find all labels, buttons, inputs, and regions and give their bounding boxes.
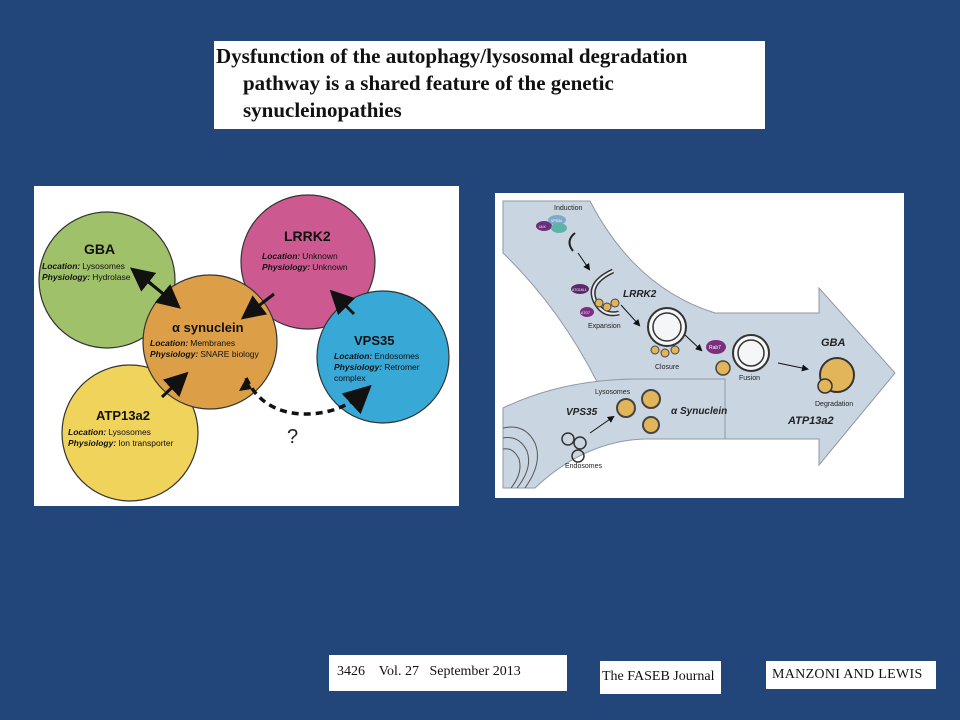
slide-title: Dysfunction of the autophagy/lysosomal d… bbox=[214, 41, 765, 129]
pathway-arrow-lower bbox=[502, 378, 726, 489]
rab7-blob bbox=[706, 340, 726, 354]
gba-location: Lysosomes bbox=[82, 261, 125, 271]
label-rab7: Rab7 bbox=[709, 345, 721, 351]
label-lrrk2: LRRK2 bbox=[623, 289, 657, 300]
arrow-lrrk2-syn bbox=[240, 292, 275, 320]
synuclein-physiology-label: Physiology: bbox=[150, 349, 198, 359]
label-endosomes: Endosomes bbox=[565, 463, 602, 470]
svg-text:Location:Endosomes: Location:Endosomes bbox=[334, 351, 419, 361]
atp13a2-location: Lysosomes bbox=[108, 427, 151, 437]
footer-journal: The FASEB Journal bbox=[600, 661, 721, 694]
label-atp13a2: ATP13a2 bbox=[787, 415, 834, 427]
gba-physiology-label: Physiology: bbox=[42, 272, 90, 282]
circle-atp13a2 bbox=[61, 364, 199, 502]
arrow-syn-gba bbox=[129, 267, 167, 298]
autophagy-pathway-svg: Induction ULK VPS34 ATG16L1 ATG7 LRRK2 E… bbox=[502, 200, 896, 489]
ulk-blob bbox=[536, 221, 552, 231]
label-degradation: Degradation bbox=[815, 401, 853, 408]
label-lysosomes: Lysosomes bbox=[595, 389, 631, 396]
vps35-physiology: Retromer bbox=[384, 362, 420, 372]
lysosome-2 bbox=[641, 389, 661, 409]
autophagy-pathway-diagram: Induction ULK VPS34 ATG16L1 ATG7 LRRK2 E… bbox=[495, 193, 904, 498]
arrow-vps35-lrrk2 bbox=[329, 289, 356, 316]
title-line-1: Dysfunction of the autophagy/lysosomal d… bbox=[216, 44, 688, 68]
label-atg16l1: ATG16L1 bbox=[572, 288, 587, 292]
lrrk2-location: Unknown bbox=[302, 251, 338, 261]
synuclein-location-label: Location: bbox=[150, 338, 188, 348]
title-line-2: pathway is a shared feature of the genet… bbox=[243, 71, 614, 95]
endosome-2 bbox=[573, 436, 587, 450]
lrrk2-location-label: Location: bbox=[262, 251, 300, 261]
svg-text:Physiology:Retromer: Physiology:Retromer bbox=[334, 362, 420, 372]
gene-circles-diagram: GBA Location:Lysosomes Physiology:Hydrol… bbox=[34, 186, 459, 506]
phagophore-small bbox=[568, 232, 576, 252]
vps35-physiology-label: Physiology: bbox=[334, 362, 382, 372]
atp13a2-location-label: Location: bbox=[68, 427, 106, 437]
atp13a2-physiology-label: Physiology: bbox=[68, 438, 116, 448]
svg-text:Location:Unknown: Location:Unknown bbox=[262, 251, 338, 261]
question-mark: ? bbox=[287, 426, 298, 448]
lrrk2-physiology: Unknown bbox=[312, 262, 348, 272]
label-induction: Induction bbox=[554, 205, 583, 212]
vps35-title: VPS35 bbox=[354, 333, 394, 348]
svg-text:Location:Lysosomes: Location:Lysosomes bbox=[42, 261, 125, 271]
circle-gba bbox=[38, 211, 176, 349]
lysosome-1 bbox=[616, 398, 636, 418]
lrrk2-title: LRRK2 bbox=[284, 228, 331, 244]
atg16l1-blob bbox=[571, 284, 589, 294]
label-ulk: ULK bbox=[539, 225, 546, 229]
gba-physiology: Hydrolase bbox=[92, 272, 131, 282]
label-closure: Closure bbox=[655, 364, 679, 371]
gene-circles-svg: GBA Location:Lysosomes Physiology:Hydrol… bbox=[38, 194, 450, 502]
label-vps35: VPS35 bbox=[566, 407, 598, 418]
svg-text:Physiology:Unknown: Physiology:Unknown bbox=[262, 262, 348, 272]
gba-title: GBA bbox=[84, 241, 115, 257]
label-gba: GBA bbox=[821, 337, 846, 349]
svg-text:Location:Membranes: Location:Membranes bbox=[150, 338, 235, 348]
atg7-blob bbox=[580, 307, 594, 317]
label-expansion: Expansion bbox=[588, 323, 621, 330]
footer-citation: 3426 Vol. 27 September 2013 bbox=[329, 655, 567, 691]
vps35-physiology-2: complex bbox=[334, 373, 366, 383]
endosome-1 bbox=[561, 432, 575, 446]
label-vps34: VPS34 bbox=[551, 219, 562, 223]
label-alpha-synuclein: α Synuclein bbox=[671, 406, 727, 417]
label-fusion: Fusion bbox=[739, 375, 760, 382]
title-line-3: synucleinopathies bbox=[243, 98, 402, 122]
synuclein-location: Membranes bbox=[190, 338, 235, 348]
label-atg7: ATG7 bbox=[581, 311, 590, 315]
footer-authors: MANZONI AND LEWIS bbox=[766, 661, 936, 689]
svg-text:Physiology:Ion transporter: Physiology:Ion transporter bbox=[68, 438, 174, 448]
vps35-location-label: Location: bbox=[334, 351, 372, 361]
synuclein-title: α synuclein bbox=[172, 320, 244, 335]
endosome-3 bbox=[571, 449, 585, 463]
arrow-atp-syn bbox=[160, 371, 189, 399]
svg-text:Physiology:SNARE biology: Physiology:SNARE biology bbox=[150, 349, 260, 359]
synuclein-physiology: SNARE biology bbox=[200, 349, 259, 359]
gba-location-label: Location: bbox=[42, 261, 80, 271]
svg-text:Physiology:Hydrolase: Physiology:Hydrolase bbox=[42, 272, 131, 282]
vps35-location: Endosomes bbox=[374, 351, 419, 361]
lrrk2-physiology-label: Physiology: bbox=[262, 262, 310, 272]
svg-text:Location:Lysosomes: Location:Lysosomes bbox=[68, 427, 151, 437]
atp13a2-physiology: Ion transporter bbox=[118, 438, 173, 448]
lysosome-3 bbox=[642, 416, 660, 434]
atp13a2-title: ATP13a2 bbox=[96, 408, 150, 423]
